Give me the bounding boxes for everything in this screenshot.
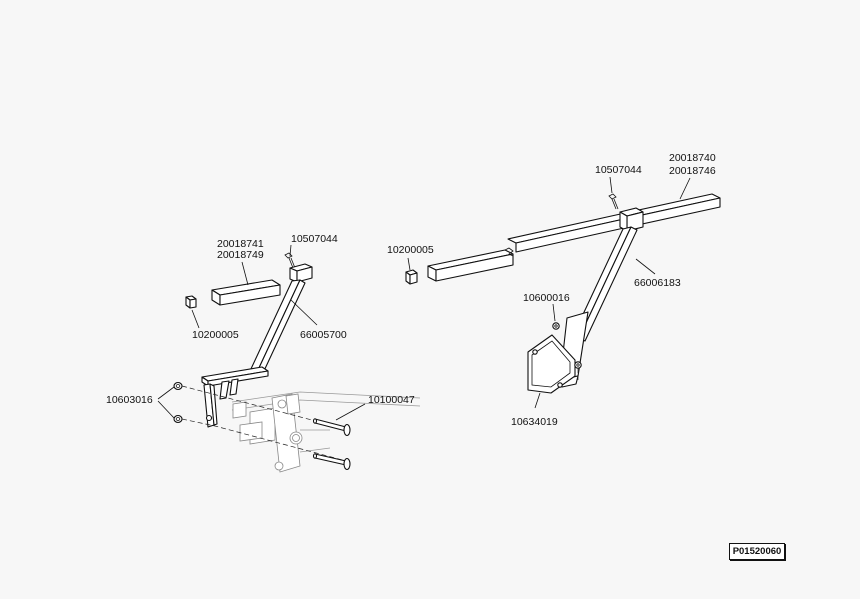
end-plug-right — [405, 269, 418, 285]
label-10200005-left: 10200005 — [192, 329, 239, 341]
label-10600016: 10600016 — [523, 292, 570, 304]
screw-plate-upper — [552, 322, 560, 330]
mounting-frame-ghost — [231, 391, 421, 473]
label-10100047: 10100047 — [368, 394, 415, 406]
label-10507044-right: 10507044 — [595, 164, 642, 176]
collar-right — [619, 207, 644, 232]
support-arm-left — [201, 263, 313, 428]
bolt-lower — [312, 453, 351, 471]
label-20018740: 20018740 — [669, 152, 716, 164]
label-66006183: 66006183 — [634, 277, 681, 289]
assembly-line-upper — [181, 385, 351, 431]
assembly-line-lower — [181, 418, 351, 463]
screw-right — [608, 193, 619, 210]
label-20018746: 20018746 — [669, 165, 716, 177]
label-10507044-left: 10507044 — [291, 233, 338, 245]
leader-lines — [157, 176, 691, 421]
label-66005700: 66005700 — [300, 329, 347, 341]
nut-lower — [173, 414, 183, 424]
mounting-plate-right — [527, 334, 576, 394]
label-10200005-right: 10200005 — [387, 244, 434, 256]
nut-upper — [173, 381, 183, 391]
reference-code-box: P01520060 — [729, 543, 785, 560]
label-20018749: 20018749 — [217, 249, 264, 261]
end-plug-left — [185, 295, 197, 309]
bolt-upper — [312, 418, 351, 437]
label-20018741: 20018741 — [217, 238, 264, 250]
screw-plate-lower — [574, 361, 582, 369]
label-10603016: 10603016 — [106, 394, 153, 406]
long-rail-right — [427, 193, 721, 282]
square-tube-left — [211, 279, 281, 306]
label-10634019: 10634019 — [511, 416, 558, 428]
